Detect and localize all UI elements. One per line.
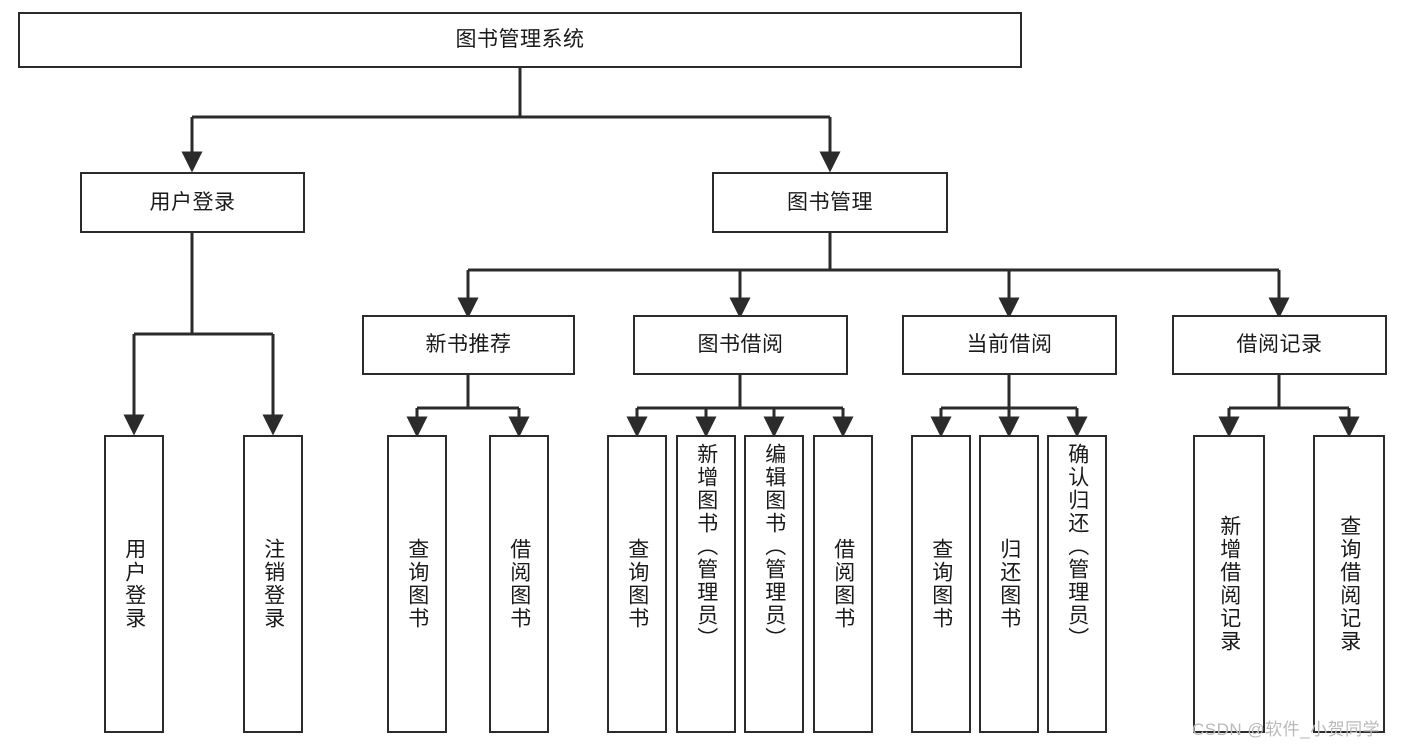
leaf-user-login-signout-label: 注销登录 (261, 538, 285, 630)
leaf-records-query[interactable]: 查询借阅记录 (1313, 435, 1385, 733)
node-root-label: 图书管理系统 (455, 28, 585, 52)
node-book-management-label: 图书管理 (787, 190, 873, 214)
leaf-current-confirm-return-label: 确认归还（管理员） (1065, 443, 1089, 650)
node-new-book-recommend[interactable]: 新书推荐 (362, 315, 575, 375)
leaf-records-query-label: 查询借阅记录 (1337, 515, 1361, 653)
leaf-records-add[interactable]: 新增借阅记录 (1193, 435, 1265, 733)
node-current-borrow-label: 当前借阅 (966, 333, 1053, 357)
leaf-borrow-edit-book[interactable]: 编辑图书（管理员） (744, 435, 804, 733)
leaf-new-book-borrow[interactable]: 借阅图书 (489, 435, 549, 733)
leaf-borrow-add-book-label: 新增图书（管理员） (694, 443, 718, 650)
leaf-current-return-book[interactable]: 归还图书 (979, 435, 1039, 733)
leaf-new-book-borrow-label: 借阅图书 (507, 538, 531, 630)
leaf-current-confirm-return[interactable]: 确认归还（管理员） (1047, 435, 1107, 733)
node-borrow-records[interactable]: 借阅记录 (1172, 315, 1387, 375)
leaf-new-book-query[interactable]: 查询图书 (387, 435, 447, 733)
node-user-login[interactable]: 用户登录 (80, 172, 305, 233)
node-book-borrow[interactable]: 图书借阅 (633, 315, 848, 375)
csdn-watermark: CSDN @软件_小贺同学 (1192, 720, 1381, 739)
leaf-borrow-borrow-book-label: 借阅图书 (831, 538, 855, 630)
leaf-current-return-book-label: 归还图书 (997, 538, 1021, 630)
leaf-current-query-book-label: 查询图书 (929, 538, 953, 630)
leaf-borrow-borrow-book[interactable]: 借阅图书 (813, 435, 873, 733)
node-root[interactable]: 图书管理系统 (18, 12, 1022, 68)
leaf-current-query-book[interactable]: 查询图书 (911, 435, 971, 733)
leaf-borrow-query-book-label: 查询图书 (625, 538, 649, 630)
node-book-borrow-label: 图书借阅 (697, 333, 784, 357)
node-new-book-recommend-label: 新书推荐 (425, 333, 512, 357)
node-borrow-records-label: 借阅记录 (1236, 333, 1323, 357)
leaf-user-login-signin[interactable]: 用户登录 (104, 435, 164, 733)
leaf-new-book-query-label: 查询图书 (405, 538, 429, 630)
node-user-login-label: 用户登录 (149, 190, 236, 214)
leaf-records-add-label: 新增借阅记录 (1217, 515, 1241, 653)
leaf-user-login-signin-label: 用户登录 (122, 538, 146, 630)
node-current-borrow[interactable]: 当前借阅 (902, 315, 1117, 375)
leaf-borrow-add-book[interactable]: 新增图书（管理员） (676, 435, 736, 733)
leaf-borrow-edit-book-label: 编辑图书（管理员） (762, 443, 786, 650)
leaf-user-login-signout[interactable]: 注销登录 (243, 435, 303, 733)
node-book-management[interactable]: 图书管理 (712, 172, 948, 233)
leaf-borrow-query-book[interactable]: 查询图书 (607, 435, 667, 733)
